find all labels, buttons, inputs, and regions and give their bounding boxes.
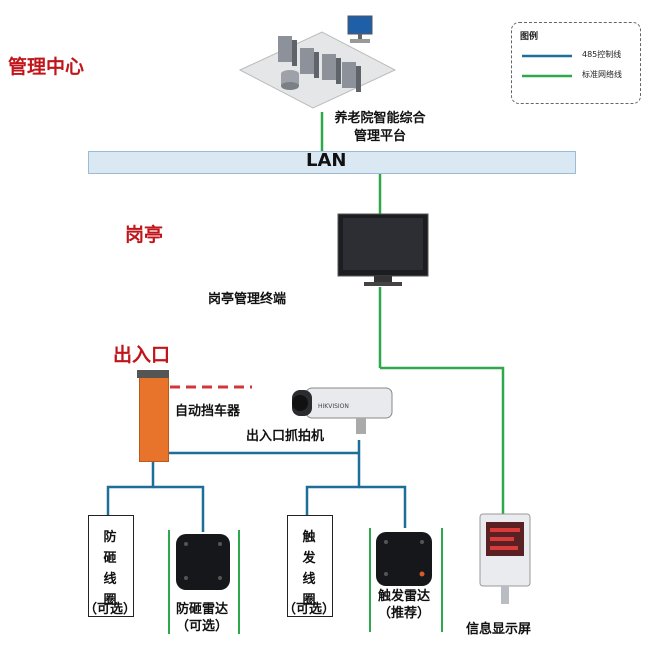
platform-label: 养老院智能综合 管理平台 (300, 110, 460, 146)
platform-label-line1: 养老院智能综合 (334, 111, 426, 126)
trigger-radar-note: （推荐） (377, 606, 430, 621)
barrier-to-anti-coil-line (106, 462, 155, 515)
legend-swatch-network (522, 74, 572, 78)
camera-to-trigger-coil-line (305, 453, 361, 515)
info-display-icon (479, 513, 531, 604)
trigger-radar-icon (376, 532, 432, 586)
terminal-label: 岗亭管理终端 (208, 292, 287, 307)
trigger-coil-char-3: 线 (302, 572, 316, 587)
control-lines (106, 440, 407, 532)
network-to-display-line (380, 366, 505, 515)
trigger-coil-note: （可选） (282, 602, 335, 617)
guard-booth-heading: 岗亭 (125, 224, 164, 246)
trigger-coil-char-1: 触 (302, 530, 316, 545)
entrance-heading: 出入口 (113, 344, 171, 366)
camera-icon: HIKVISION (292, 387, 393, 434)
network-lines (320, 112, 505, 515)
server-rack-icon (278, 36, 361, 92)
workstation-icon (347, 15, 373, 43)
trigger-coil-label: 触 发 线 圈 (287, 527, 331, 611)
camera-label: 出入口抓拍机 (246, 429, 325, 444)
legend-swatch-control (522, 54, 572, 58)
legend-box: 图例 485控制线 标准网络线 (511, 22, 641, 104)
anti-coil-note: （可选） (83, 602, 136, 617)
trigger-radar-name: 触发雷达 (377, 589, 430, 604)
anti-coil-char-4: 圈 (103, 593, 117, 608)
anti-coil-char-2: 砸 (103, 551, 117, 566)
trigger-coil-box (287, 515, 333, 617)
legend-item-control: 485控制线 (582, 50, 622, 59)
legend-title: 图例 (520, 32, 539, 42)
anti-radar-note: （可选） (175, 619, 228, 634)
anti-smash-coil-label: 防 砸 线 圈 (88, 527, 132, 611)
camera-brand-text: HIKVISION (318, 403, 349, 410)
lan-label: LAN (306, 150, 347, 171)
management-center-heading: 管理中心 (8, 56, 85, 78)
anti-radar-name: 防砸雷达 (175, 602, 228, 617)
barrier-arm (170, 385, 252, 389)
camera-to-trigger-radar-line (359, 485, 407, 528)
platform-label-line2: 管理平台 (353, 129, 406, 144)
barrier-label: 自动挡车器 (175, 404, 241, 419)
anti-smash-radar-icon (176, 534, 230, 590)
trigger-coil-char-2: 发 (302, 551, 316, 566)
display-label: 信息显示屏 (466, 622, 532, 637)
anti-coil-char-3: 线 (103, 572, 117, 587)
barrier-gate-cap (137, 370, 169, 378)
legend-item-network: 标准网络线 (582, 70, 622, 79)
anti-radar-bracket (168, 530, 240, 634)
trigger-radar-bracket (369, 528, 443, 632)
barrier-gate-post (139, 374, 169, 462)
monitor-icon (337, 213, 429, 286)
lan-bar (88, 151, 576, 174)
anti-coil-char-1: 防 (103, 530, 117, 545)
server-platform-illustration (238, 15, 397, 109)
barrier-to-anti-radar-line (153, 485, 205, 532)
anti-smash-coil-box (88, 515, 134, 617)
trigger-coil-char-4: 圈 (302, 593, 316, 608)
database-icon (281, 70, 299, 90)
